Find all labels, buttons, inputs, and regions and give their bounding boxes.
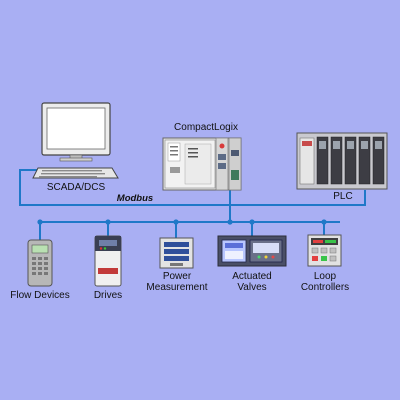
flow-meter-icon (27, 239, 53, 287)
power-meter-icon (159, 237, 194, 269)
plc-rack-icon (296, 132, 388, 190)
valve-controller-icon (217, 235, 287, 267)
scada-label: SCADA/DCS (46, 182, 106, 193)
scada-link (19, 169, 230, 206)
node-drives (105, 219, 111, 225)
node-controller (227, 219, 233, 225)
loop-label: Loop Controllers (300, 271, 350, 293)
node-loop (321, 219, 327, 225)
drives-label: Drives (93, 290, 123, 301)
power-label: Power Measurement (146, 271, 208, 293)
plc-label: PLC (333, 191, 353, 202)
protocol-label: Modbus (116, 193, 154, 204)
bus-nodes (37, 219, 327, 225)
node-power (173, 219, 179, 225)
flow-label: Flow Devices (10, 290, 70, 301)
loop-controller-icon (307, 234, 342, 267)
controller-label: CompactLogix (174, 122, 238, 133)
drive-icon (94, 235, 122, 287)
compactlogix-controller-icon (162, 137, 242, 191)
node-valves (249, 219, 255, 225)
node-flow (37, 219, 43, 225)
plc-link (230, 190, 366, 206)
computer-workstation-icon (32, 102, 119, 179)
valves-label: Actuated Valves (232, 271, 272, 293)
